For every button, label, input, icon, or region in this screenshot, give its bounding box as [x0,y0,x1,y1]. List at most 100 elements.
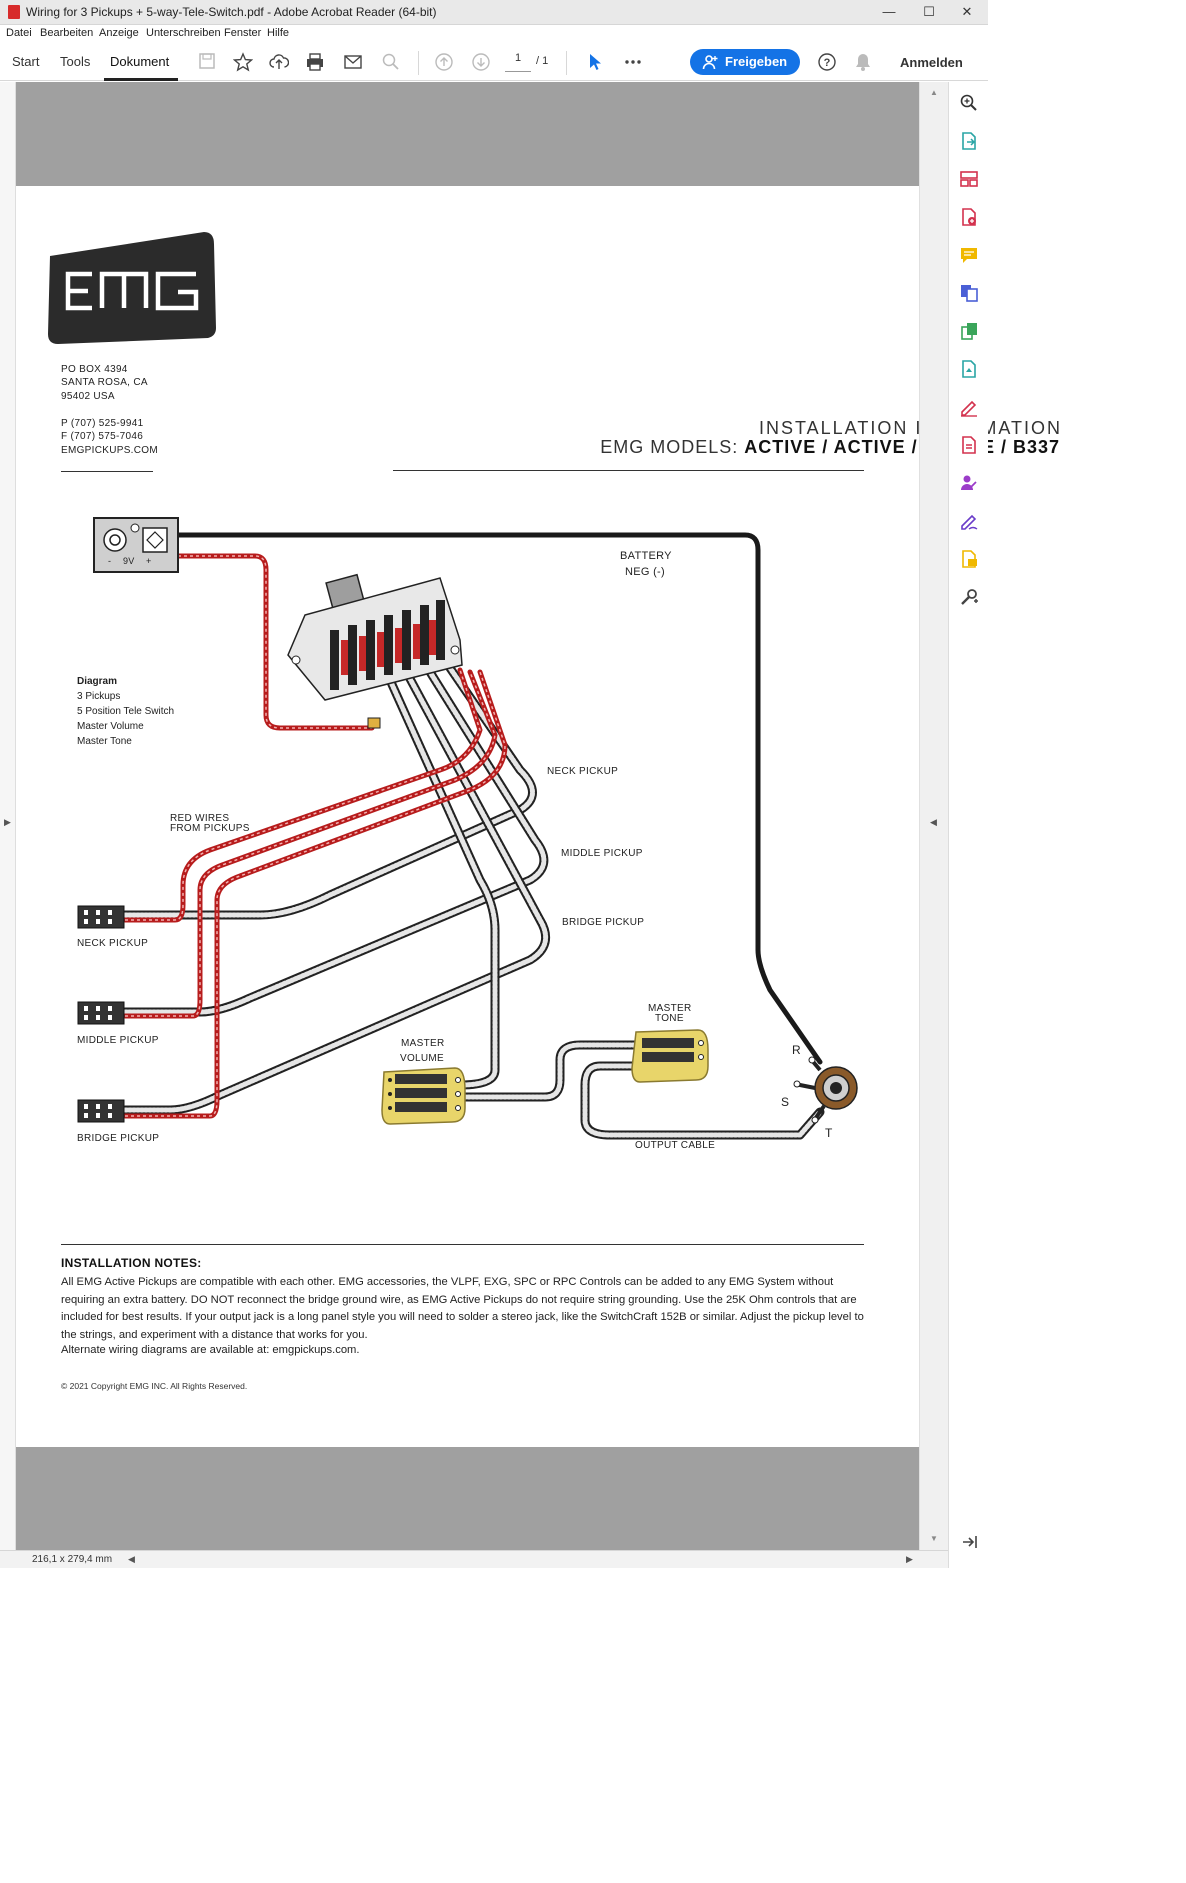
more-icon[interactable] [622,52,644,74]
five-way-switch [287,573,463,729]
title-bar: Wiring for 3 Pickups + 5-way-Tele-Switch… [0,0,988,25]
page-dimensions: 216,1 x 279,4 mm [32,1554,113,1565]
export-pdf-icon[interactable] [959,131,979,151]
master-volume-label-2: VOLUME [400,1053,445,1064]
sign-pen-icon[interactable] [959,511,979,531]
search-zoom-icon[interactable] [959,93,979,113]
pdf-page [16,82,919,1550]
more-tools-icon[interactable] [959,587,979,607]
main-toolbar: Start Tools Dokument [0,43,988,81]
jack-tip-label: T [825,1126,833,1140]
minimize-button[interactable]: — [882,4,896,19]
star-icon[interactable] [232,52,254,74]
save-icon[interactable] [196,52,218,74]
menu-anzeige[interactable]: Anzeige [99,27,139,39]
menu-fenster[interactable]: Fenster [224,27,262,39]
notes-divider [61,1244,864,1245]
middle-pickup-label: MIDDLE PICKUP [77,1035,159,1046]
phone-line: P (707) 525-9941 [61,418,144,429]
emg-logo [48,232,216,344]
tab-tools[interactable]: Tools [60,54,91,69]
red-wires-label-1: RED WIRES [170,813,230,824]
master-volume-label-1: MASTER [401,1038,445,1049]
scroll-down-icon[interactable]: ▼ [930,1534,938,1543]
scroll-right-icon[interactable]: ▶ [906,1554,913,1564]
expand-left-icon: ▶ [4,817,11,827]
active-tab-indicator [104,78,178,81]
menu-unterschreiben[interactable]: Unterschreiben [146,27,221,39]
diagram-heading: Diagram [77,676,118,687]
battery-plus-label: + [146,556,152,566]
alternate-diagrams-line: Alternate wiring diagrams are available … [61,1344,360,1356]
battery-neg-label-2: NEG (-) [625,566,665,578]
master-volume-pot [381,1067,466,1125]
address-divider [61,471,153,472]
maximize-button[interactable]: ☐ [923,4,935,19]
upload-icon[interactable] [268,52,290,74]
battery-connector [93,517,179,573]
svg-text:?: ? [824,57,831,69]
address-line-1: PO BOX 4394 [61,364,128,375]
red-wires-label-2: FROM PICKUPS [170,823,250,834]
page-down-icon[interactable] [470,52,492,74]
battery-minus-label: - [108,556,112,566]
jack-sleeve-label: S [781,1095,790,1109]
left-panel-toggle[interactable]: ▶ [0,82,16,1550]
bridge-pickup-label: BRIDGE PICKUP [77,1133,160,1144]
edit-pdf-icon[interactable] [959,435,979,455]
tab-document[interactable]: Dokument [110,54,170,69]
scan-ocr-icon[interactable] [959,359,979,379]
fill-sign-icon[interactable] [959,397,979,417]
print-icon[interactable] [304,52,326,74]
wiring-diagram [77,517,858,1140]
neck-pickup-wire-label: NECK PICKUP [547,766,619,777]
compress-pdf-icon[interactable] [959,321,979,341]
master-tone-label-2: TONE [655,1013,684,1024]
menu-hilfe[interactable]: Hilfe [267,27,290,39]
menu-bearbeiten[interactable]: Bearbeiten [40,27,94,39]
collapse-panel-icon[interactable] [959,1532,979,1552]
tab-start[interactable]: Start [12,54,40,69]
neck-pickup-label: NECK PICKUP [77,938,149,949]
close-button[interactable]: ✕ [961,4,973,19]
select-cursor-icon[interactable] [584,52,606,74]
output-jack [793,1056,858,1124]
page-footer-band [16,1447,919,1550]
address-line-3: 95402 USA [61,391,115,402]
send-comments-icon[interactable] [959,549,979,569]
page-total: / 1 [536,55,549,67]
acrobat-app-icon [8,5,20,19]
page-up-icon[interactable] [433,52,455,74]
installation-notes-body: All EMG Active Pickups are compatible wi… [61,1276,864,1341]
battery-neg-label-1: BATTERY [620,550,672,562]
share-button-label: Freigeben [725,54,788,69]
address-line-2: SANTA ROSA, CA [61,377,148,388]
middle-pickup-wire-label: MIDDLE PICKUP [561,848,643,859]
share-user-icon [702,49,718,78]
collapse-right-panel-icon[interactable]: ◀ [930,817,937,827]
mail-icon[interactable] [342,52,364,74]
help-icon[interactable]: ? [816,52,838,74]
combine-files-icon[interactable] [959,283,979,303]
installation-notes-title: INSTALLATION NOTES: [61,1256,202,1270]
master-tone-label-1: MASTER [648,1003,692,1014]
status-bar: 216,1 x 279,4 mm ◀ ▶ [0,1550,948,1568]
comment-icon[interactable] [959,245,979,265]
vertical-scrollbar[interactable]: ▲ ◀ ▼ [919,82,948,1550]
sign-in-button[interactable]: Anmelden [900,55,963,70]
diagram-line-2: 5 Position Tele Switch [77,706,175,717]
jack-ring-label: R [792,1043,801,1057]
request-signature-icon[interactable] [959,473,979,493]
menu-datei[interactable]: Datei [6,27,32,39]
bell-icon[interactable] [852,52,874,74]
scroll-left-icon[interactable]: ◀ [128,1554,135,1564]
output-cable-label: OUTPUT CABLE [635,1140,716,1151]
scroll-up-icon[interactable]: ▲ [930,88,938,97]
copyright-line: © 2021 Copyright EMG INC. All Rights Res… [61,1381,248,1391]
page-header-band [16,82,919,186]
create-pdf-icon[interactable] [959,207,979,227]
page-number-input[interactable]: 1 [505,52,531,72]
share-button[interactable]: Freigeben [690,49,800,75]
zoom-icon[interactable] [380,52,402,74]
organize-pages-icon[interactable] [959,169,979,189]
